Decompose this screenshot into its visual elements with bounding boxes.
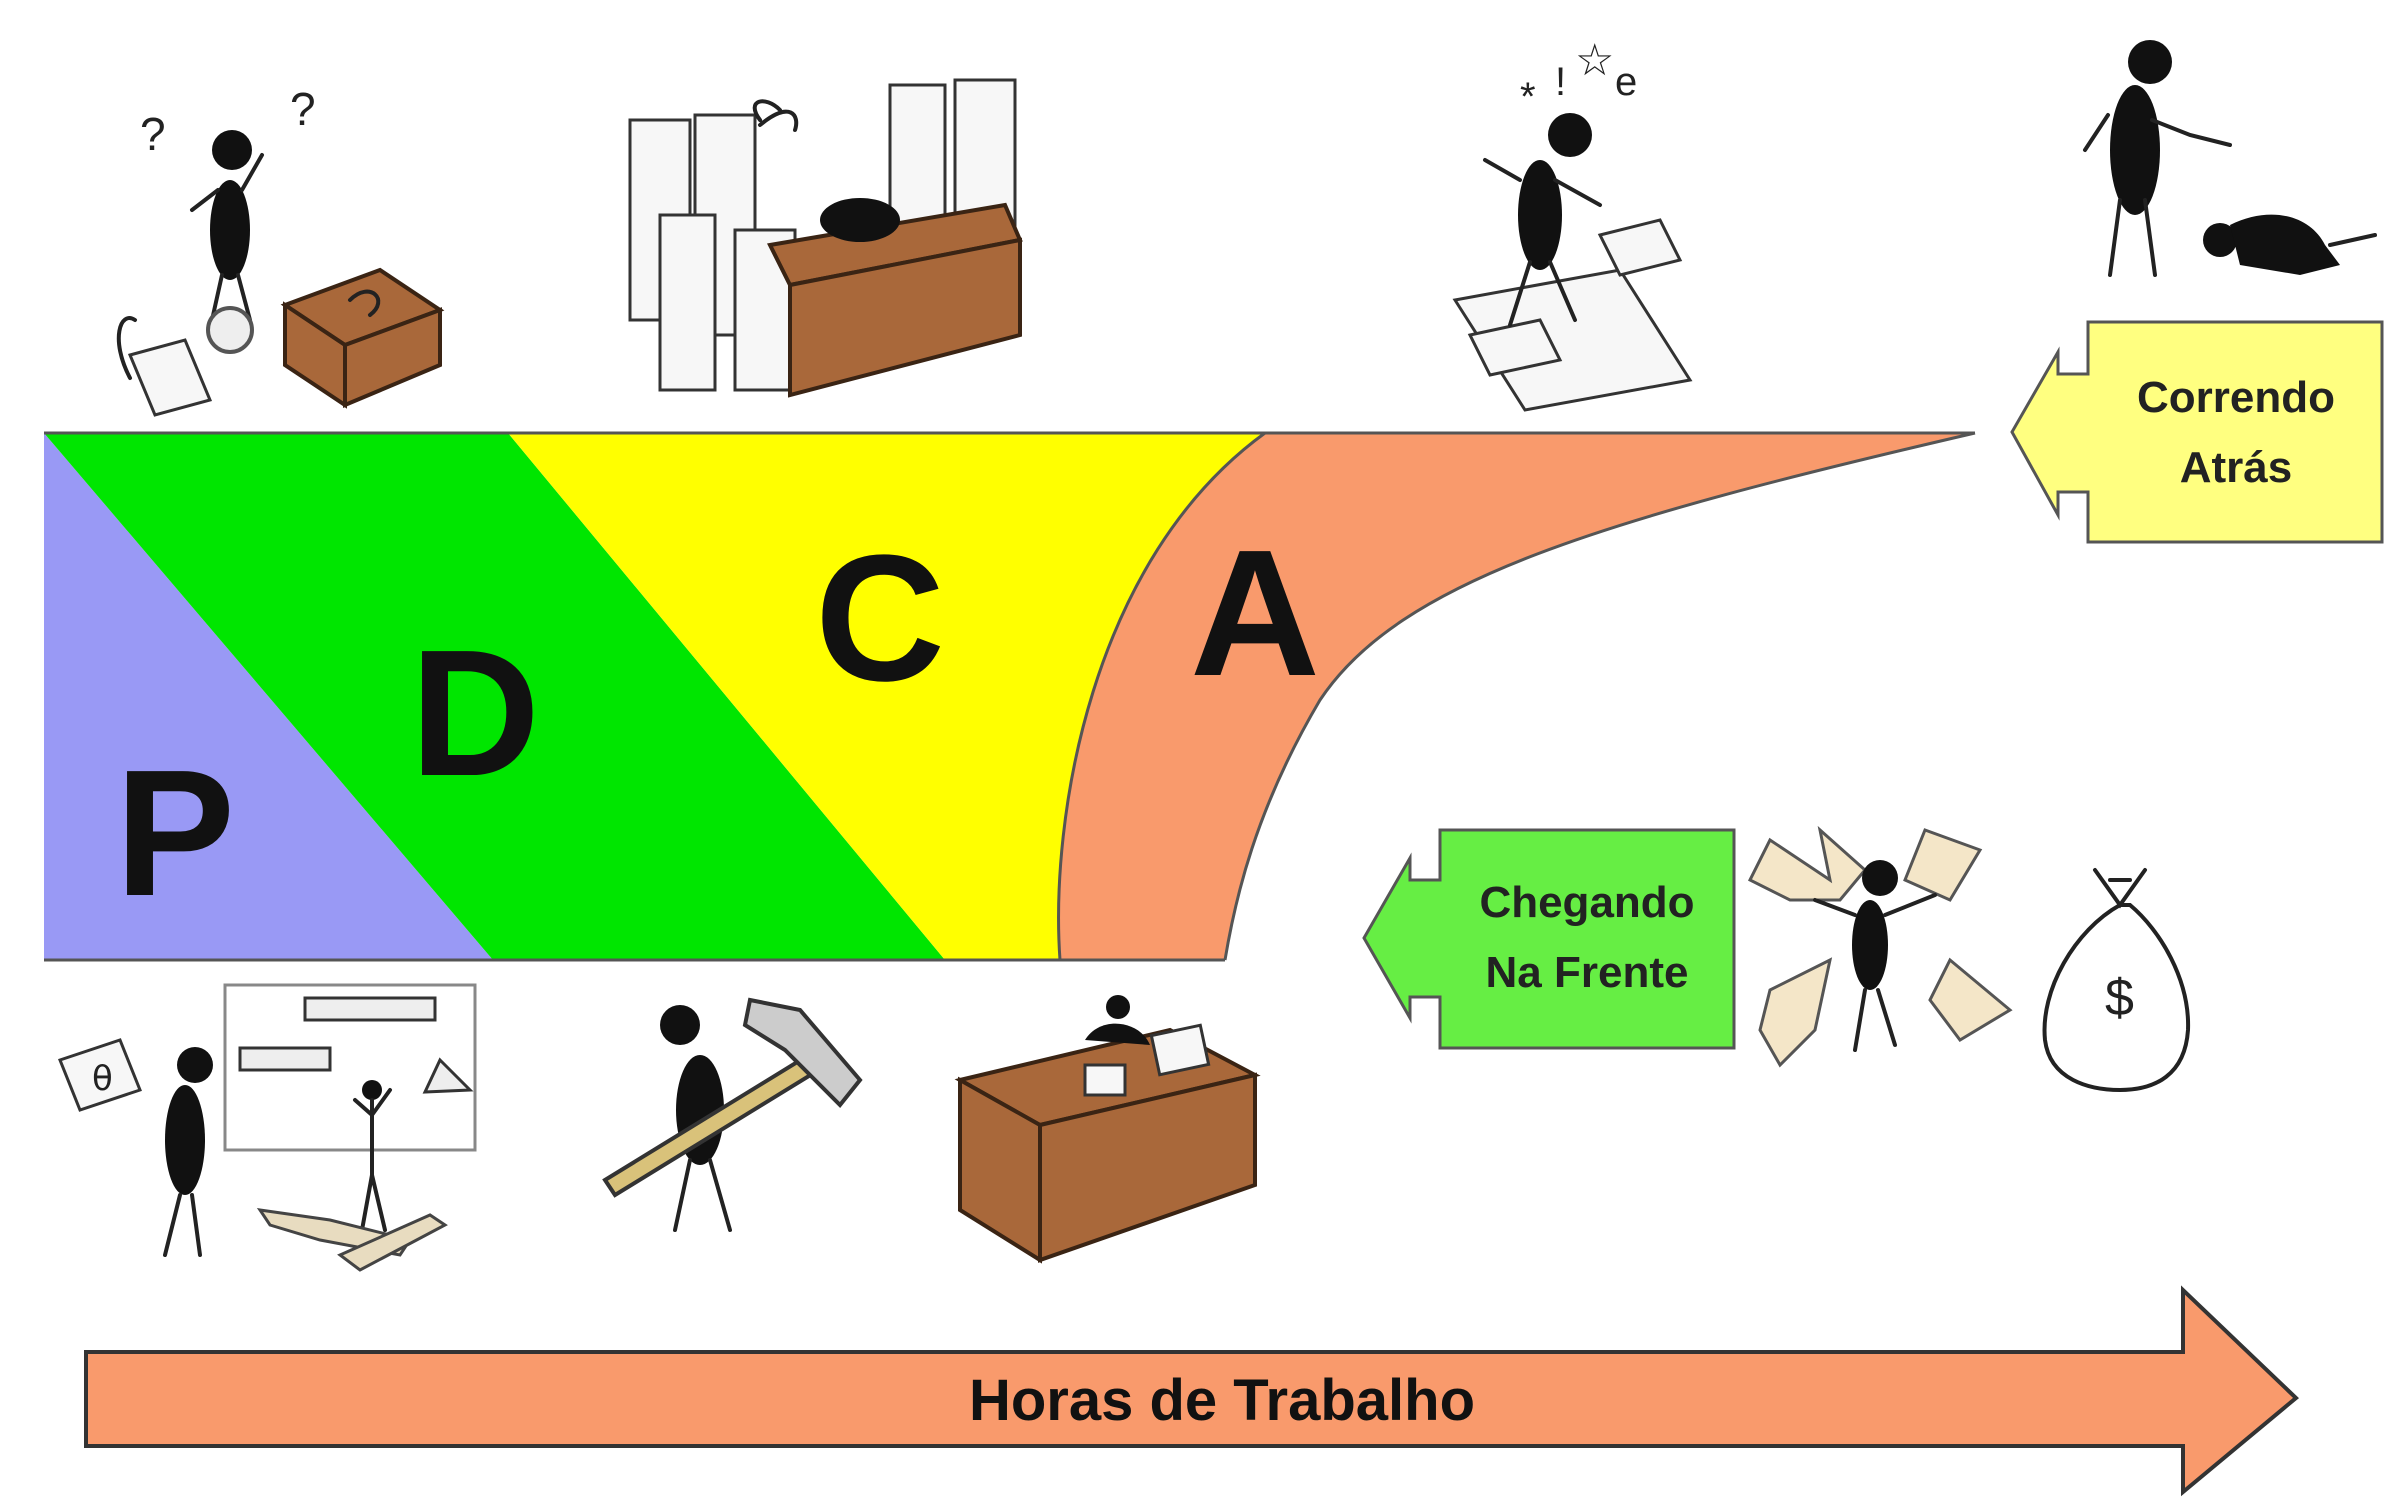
callout-behind-line2: Atrás	[2180, 443, 2293, 492]
planning-board-icon: θ	[58, 983, 477, 1272]
frustrated-person-icon: * ! ☆ e	[1452, 35, 1693, 412]
phase-c-a-boundary	[1057, 431, 1266, 961]
frustration-symbol-2: !	[1555, 60, 1566, 104]
callout-ahead: Chegando Na Frente	[1362, 828, 1736, 1050]
pdca-band: P D C A	[44, 431, 1976, 962]
celebrating-person-icon	[1747, 825, 2013, 1068]
tidy-desk-icon	[954, 995, 1261, 1264]
phase-letter-d: D	[410, 613, 540, 814]
phase-letter-c: C	[815, 518, 945, 719]
phase-a-region	[1058, 433, 1975, 960]
question-mark-1: ?	[140, 108, 166, 160]
paper-stacks-desk-icon	[628, 78, 1023, 398]
boss-scolding-icon	[2083, 40, 2377, 277]
work-hours-arrow: Horas de Trabalho	[84, 1285, 2300, 1497]
phase-d-region	[44, 433, 945, 960]
phase-a-curve-edge	[1223, 431, 1976, 961]
hammer-worker-icon	[602, 997, 863, 1232]
phase-letter-p: P	[115, 733, 235, 934]
frustration-symbol-4: e	[1615, 60, 1637, 104]
frustration-symbol-1: *	[1520, 75, 1536, 119]
phase-letter-a: A	[1190, 513, 1320, 714]
money-bag-icon: $	[2042, 868, 2191, 1093]
callout-ahead-shape	[1362, 828, 1736, 1050]
callout-ahead-line2: Na Frente	[1486, 948, 1689, 997]
question-mark-2: ?	[290, 83, 316, 135]
callout-behind-line1: Correndo	[2137, 373, 2335, 422]
callout-behind: Correndo Atrás	[2010, 320, 2384, 544]
money-symbol: $	[2105, 969, 2134, 1027]
sheet-symbol: θ	[92, 1059, 113, 1099]
work-hours-label: Horas de Trabalho	[969, 1368, 1475, 1433]
callout-behind-shape	[2010, 320, 2384, 544]
frustration-symbol-3: ☆	[1575, 35, 1614, 86]
callout-ahead-line1: Chegando	[1479, 878, 1694, 927]
work-hours-arrow-shape	[84, 1285, 2300, 1497]
confused-person-icon: ? ?	[116, 83, 445, 417]
